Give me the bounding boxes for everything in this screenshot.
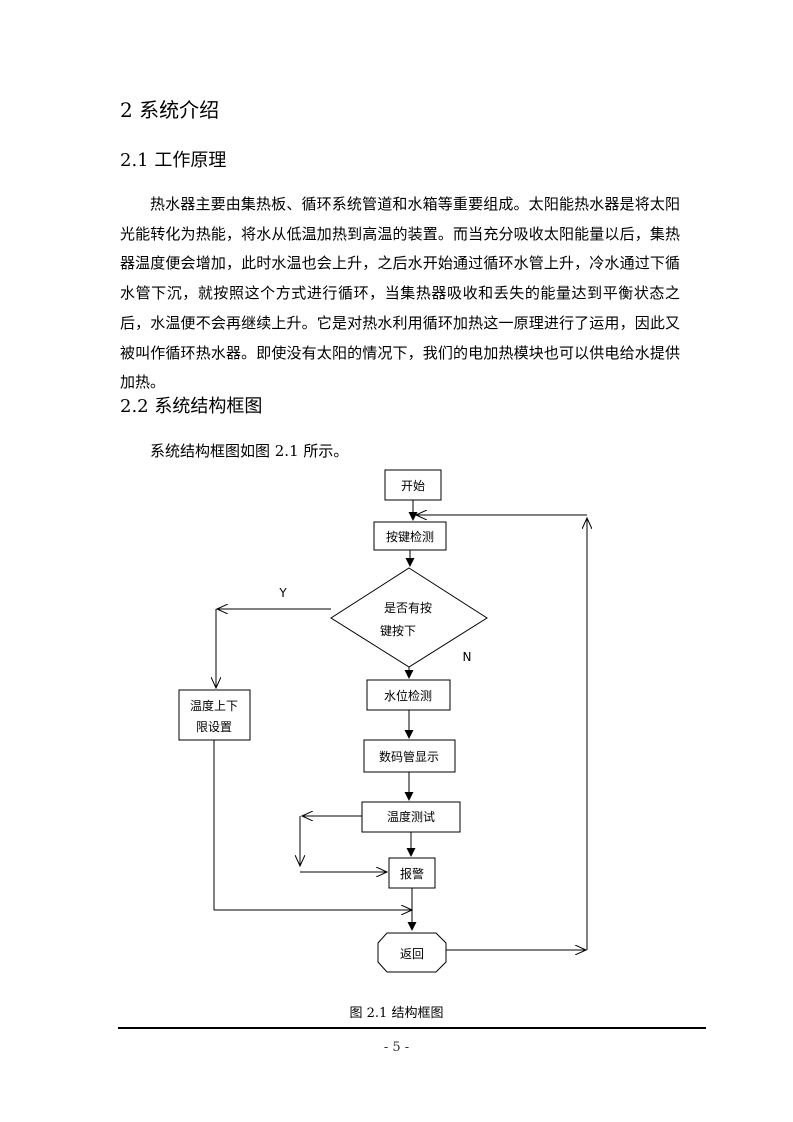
system-flowchart: 开始 按键检测 是否有按 键按下 Y N 温度上下 限设置 水位检测 数码管显示… xyxy=(178,469,793,973)
temp-test-label: 温度测试 xyxy=(387,809,435,824)
figure-caption: 图 2.1 结构框图 xyxy=(349,1006,444,1021)
yes-label: Y xyxy=(278,586,287,600)
display-label: 数码管显示 xyxy=(379,749,439,764)
footer-divider xyxy=(118,1027,706,1029)
temp-limit-label-line2: 限设置 xyxy=(196,720,232,734)
page-number: - 5 - xyxy=(383,1040,410,1055)
temp-limit-label-line1: 温度上下 xyxy=(190,698,238,713)
working-principle-paragraph: 热水器主要由集热板、循环系统管道和水箱等重要组成。太阳能热水器是将太阳光能转化为… xyxy=(120,195,680,392)
decision-label-line2: 键按下 xyxy=(380,624,416,638)
water-level-label: 水位检测 xyxy=(384,688,432,703)
section-title: 2 系统介绍 xyxy=(120,98,220,122)
no-label: N xyxy=(463,650,472,664)
subsection-title-structure-diagram: 2.2 系统结构框图 xyxy=(120,396,263,417)
start-label: 开始 xyxy=(401,479,425,493)
return-octagon xyxy=(377,932,447,973)
alarm-label: 报警 xyxy=(400,866,424,881)
key-detect-label: 按键检测 xyxy=(386,529,434,544)
structure-diagram-intro: 系统结构框图如图 2.1 所示。 xyxy=(150,442,349,460)
decision-label-line1: 是否有按 xyxy=(384,601,432,615)
return-label: 返回 xyxy=(400,947,424,961)
subsection-title-working-principle: 2.1 工作原理 xyxy=(120,150,227,171)
